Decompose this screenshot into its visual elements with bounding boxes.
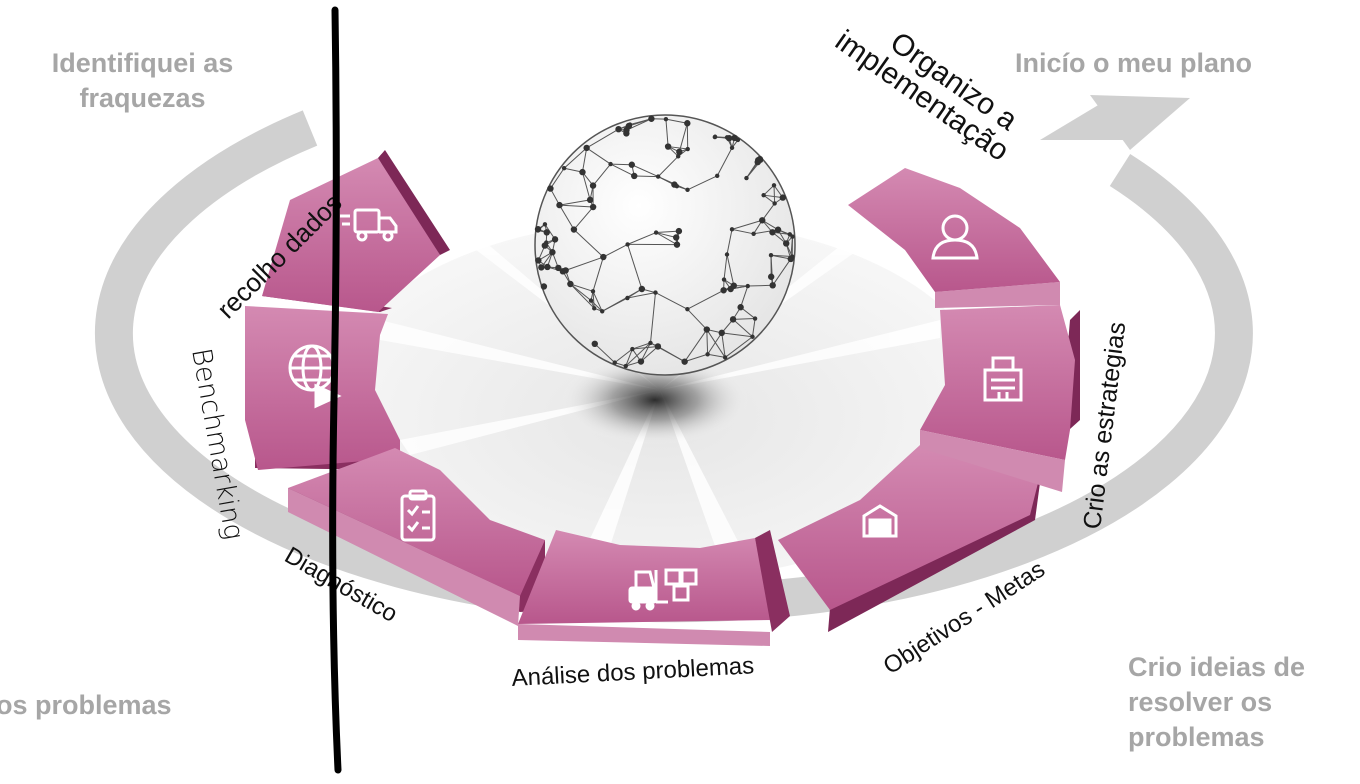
segment-estrategias [920, 305, 1080, 492]
corner-top-right: Inicío o meu plano [1015, 46, 1252, 81]
corner-bottom-right-line2: resolver os [1128, 687, 1273, 717]
segment-recolho-dados [262, 150, 450, 312]
corner-bottom-right-line3: problemas [1128, 722, 1265, 752]
corner-top-left: Identifiquei as fraquezas [20, 46, 265, 116]
segment-analise [518, 530, 790, 646]
corner-bottom-left: os problemas [0, 688, 172, 723]
warehouse-icon [862, 504, 898, 538]
label-benchmarking: Benchmarking [185, 346, 249, 542]
divider-line [329, 6, 342, 774]
label-implementacao: Organizo aimplementação [829, 0, 1032, 168]
svg-text:Benchmarking: Benchmarking [185, 346, 249, 542]
corner-bottom-right: Crio ideias de resolver os problemas [1128, 650, 1305, 755]
svg-text:Análise dos problemas: Análise dos problemas [511, 652, 755, 692]
forklift-icon [628, 568, 698, 611]
corner-top-left-line2: fraquezas [79, 83, 206, 113]
label-analise: Análise dos problemas [511, 652, 755, 692]
user-icon [931, 214, 979, 260]
clipboard-checklist-icon [400, 489, 436, 542]
office-building-icon [983, 356, 1023, 402]
delivery-truck-icon [340, 208, 398, 242]
corner-top-left-line1: Identifiquei as [51, 48, 234, 78]
network-sphere-icon [534, 114, 796, 376]
segment-objetivos [778, 445, 1042, 632]
svg-text:Organizo aimplementação: Organizo aimplementação [829, 0, 1032, 168]
corner-top-right-line1: Inicío o meu plano [1015, 48, 1253, 78]
corner-bottom-right-line1: Crio ideias de [1128, 652, 1306, 682]
sphere-shadow [560, 355, 750, 445]
corner-bottom-left-line1: os problemas [0, 690, 172, 720]
segment-implementacao [848, 168, 1060, 308]
